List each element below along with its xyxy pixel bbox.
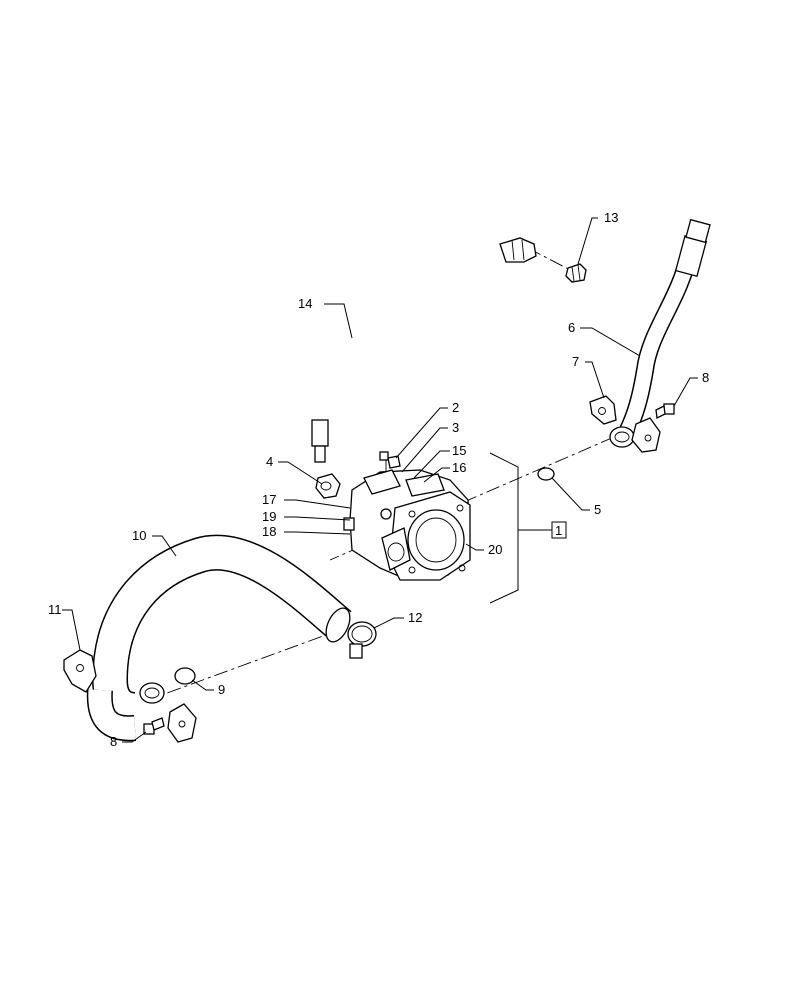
fitting-13[interactable] bbox=[565, 263, 587, 283]
centerline-lower bbox=[147, 627, 346, 701]
flange-half-right bbox=[631, 417, 661, 453]
leader-8-right bbox=[673, 377, 698, 407]
leader-14 bbox=[324, 303, 353, 339]
bolt-8-right[interactable] bbox=[655, 403, 675, 419]
assembly-bracket bbox=[489, 452, 519, 604]
callout-20: 20 bbox=[488, 542, 502, 557]
callout-13: 13 bbox=[604, 210, 618, 225]
flange-half-left bbox=[167, 703, 197, 743]
callout-4: 4 bbox=[266, 454, 273, 469]
leader-18 bbox=[284, 531, 351, 535]
hose-14[interactable] bbox=[311, 237, 537, 463]
callout-9: 9 bbox=[218, 682, 225, 697]
callout-19: 19 bbox=[262, 509, 276, 524]
callout-15: 15 bbox=[452, 443, 466, 458]
leader-17 bbox=[284, 499, 351, 509]
leader-10 bbox=[152, 535, 177, 557]
callout-11: 11 bbox=[48, 602, 62, 617]
o-ring-5[interactable] bbox=[537, 467, 555, 481]
leader-12 bbox=[373, 617, 404, 629]
leader-5 bbox=[551, 477, 590, 511]
hose-6[interactable] bbox=[609, 218, 711, 448]
callout-1-box bbox=[551, 521, 567, 539]
leader-9 bbox=[191, 679, 214, 691]
leader-7 bbox=[585, 361, 605, 399]
callout-8-right: 8 bbox=[702, 370, 709, 385]
leader-13 bbox=[577, 217, 598, 265]
clamp-half-11[interactable] bbox=[63, 649, 97, 693]
callout-3: 3 bbox=[452, 420, 459, 435]
bolt-8-lower[interactable] bbox=[143, 717, 165, 735]
callout-8-lower: 8 bbox=[110, 734, 117, 749]
callout-18: 18 bbox=[262, 524, 276, 539]
callout-5: 5 bbox=[594, 502, 601, 517]
leader-16 bbox=[423, 467, 450, 483]
leader-11 bbox=[62, 609, 81, 651]
leader-6 bbox=[580, 327, 641, 357]
leader-20 bbox=[465, 543, 484, 551]
o-ring-9[interactable] bbox=[174, 667, 196, 685]
callout-17: 17 bbox=[262, 492, 276, 507]
leader-4 bbox=[278, 461, 323, 485]
leader-8-lower bbox=[122, 731, 147, 743]
callout-14: 14 bbox=[298, 296, 312, 311]
callout-2: 2 bbox=[452, 400, 459, 415]
leader-2 bbox=[395, 407, 448, 459]
callout-16: 16 bbox=[452, 460, 466, 475]
clamp-half-7[interactable] bbox=[589, 395, 617, 425]
hose-10[interactable] bbox=[86, 534, 355, 742]
elbow-fitting-4[interactable] bbox=[315, 473, 341, 499]
leader-15 bbox=[413, 450, 450, 479]
callout-1: 1 bbox=[555, 523, 562, 538]
callout-7: 7 bbox=[572, 354, 579, 369]
leader-19 bbox=[284, 516, 351, 521]
pump-assembly-20[interactable] bbox=[343, 469, 471, 581]
hose-clamp-12[interactable] bbox=[347, 621, 377, 659]
callout-6: 6 bbox=[568, 320, 575, 335]
bolt-2[interactable] bbox=[379, 451, 401, 469]
leader-3 bbox=[401, 427, 448, 473]
callout-12: 12 bbox=[408, 610, 422, 625]
callout-10: 10 bbox=[132, 528, 146, 543]
